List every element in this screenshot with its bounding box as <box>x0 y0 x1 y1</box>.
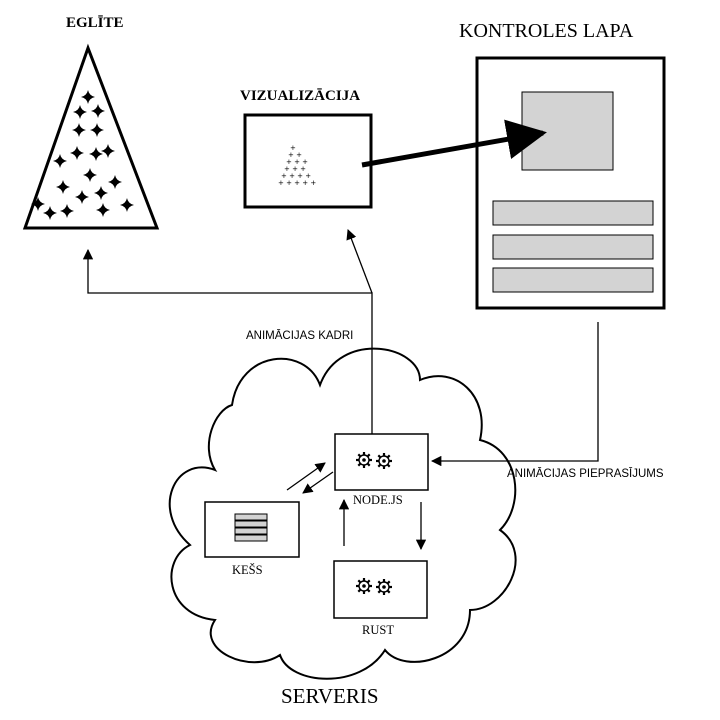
control-page <box>475 56 666 310</box>
svg-text:+ + + + +: + + + + + <box>278 179 316 187</box>
control-bar-3 <box>492 267 654 293</box>
rust-box <box>333 560 428 619</box>
preview-panel <box>521 91 614 171</box>
visualization-label: VIZUALIZĀCIJA <box>240 88 361 104</box>
stack-icon <box>234 513 268 542</box>
tree-label: EGLĪTE <box>66 15 124 31</box>
cache-to-node-arrow <box>286 462 326 491</box>
animation-request-label: ANIMĀCIJAS PIEPRASĪJUMS <box>507 468 664 480</box>
control-bar-2 <box>492 234 654 260</box>
svg-text:+ + + +: + + + + <box>281 172 311 180</box>
rust-label: RUST <box>362 623 394 637</box>
svg-text:+ + +: + + + <box>284 165 306 173</box>
animation-frames-arrows <box>82 229 373 434</box>
server-cloud <box>168 347 517 680</box>
display-arrow <box>361 119 547 168</box>
server-label: SERVERIS <box>281 684 379 708</box>
animation-request-arrow <box>430 322 599 467</box>
tree-triangle <box>22 43 160 230</box>
nodejs-box <box>334 433 429 491</box>
tree <box>22 43 160 230</box>
control-page-label: KONTROLES LAPA <box>459 20 634 42</box>
svg-text:+ + +: + + + <box>286 158 308 166</box>
animation-frames-label: ANIMĀCIJAS KADRI <box>246 330 354 342</box>
node-to-cache-arrow <box>302 471 334 494</box>
visualization-box: + + + + + + + + + + + + + + + + + + <box>243 113 373 209</box>
control-bar-1 <box>492 200 654 226</box>
svg-text:+ +: + + <box>288 151 302 159</box>
mini-tree-dots: + + + + + + + + + + + + + + + + + + <box>278 144 316 187</box>
svg-text:+: + <box>290 144 296 152</box>
nodejs-label: NODE.JS <box>353 493 403 507</box>
cache-box <box>204 501 300 558</box>
cache-label: KEŠS <box>232 563 263 577</box>
